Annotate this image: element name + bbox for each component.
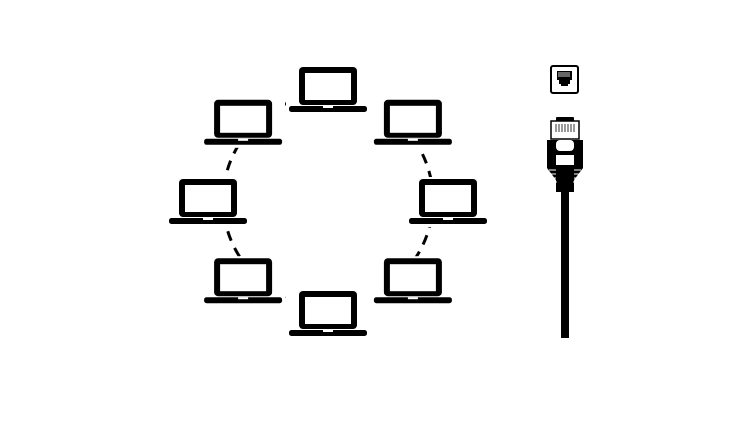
laptop-bottom	[286, 289, 370, 339]
laptop-icon	[373, 258, 452, 304]
laptop-icon	[204, 99, 283, 145]
laptop-top-right	[370, 97, 455, 148]
laptop-icon	[409, 179, 487, 224]
laptop-icon	[289, 67, 367, 112]
laptop-bottom-left	[201, 256, 286, 307]
laptop-right	[406, 177, 490, 227]
laptop-icon	[373, 99, 452, 145]
ethernet-port-icon	[550, 65, 579, 94]
laptop-ring	[166, 65, 490, 339]
laptop-icon	[204, 258, 283, 304]
laptop-top-left	[201, 97, 286, 148]
ethernet-cable	[561, 190, 569, 338]
laptop-icon	[289, 291, 367, 336]
laptop-bottom-right	[370, 256, 455, 307]
laptop-left	[166, 177, 250, 227]
rj45-connector-icon	[547, 117, 583, 192]
laptop-icon	[169, 179, 247, 224]
laptop-top	[286, 65, 370, 115]
